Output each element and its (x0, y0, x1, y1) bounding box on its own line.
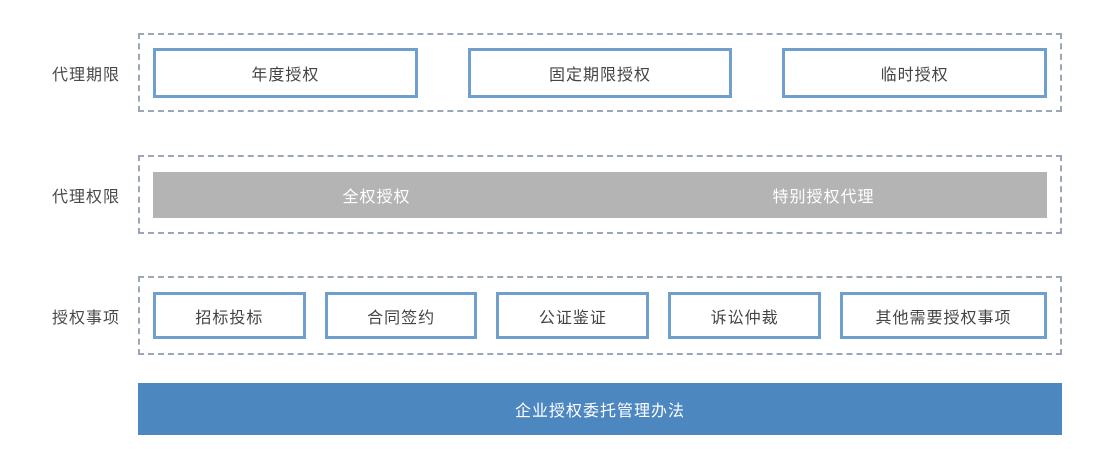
box-temporary-authorization: 临时授权 (782, 47, 1048, 98)
agency-term-group: 年度授权 固定期限授权 临时授权 (138, 33, 1062, 112)
authority-bar: 全权授权 特别授权代理 (153, 171, 1047, 218)
box-other-matters: 其他需要授权事项 (839, 292, 1047, 339)
box-notarization: 公证鉴证 (496, 292, 650, 339)
box-litigation-arbitration: 诉讼仲裁 (668, 292, 821, 339)
row-label-authorization-matters: 授权事项 (52, 309, 121, 327)
box-annual-authorization: 年度授权 (153, 47, 418, 98)
segment-full-authorization: 全权授权 (342, 188, 411, 206)
row-label-agency-term: 代理期限 (52, 66, 121, 84)
box-fixed-term-authorization: 固定期限授权 (467, 47, 733, 98)
agency-authority-group: 全权授权 特别授权代理 (138, 155, 1062, 234)
authorization-matters-group: 招标投标 合同签约 公证鉴证 诉讼仲裁 其他需要授权事项 (138, 276, 1062, 355)
segment-special-authorization-agency: 特别授权代理 (772, 188, 875, 206)
box-bidding: 招标投标 (153, 292, 306, 339)
footer-title-bar: 企业授权委托管理办法 (138, 383, 1062, 435)
box-contract-signing: 合同签约 (324, 292, 478, 339)
row-label-agency-authority: 代理权限 (52, 188, 121, 206)
